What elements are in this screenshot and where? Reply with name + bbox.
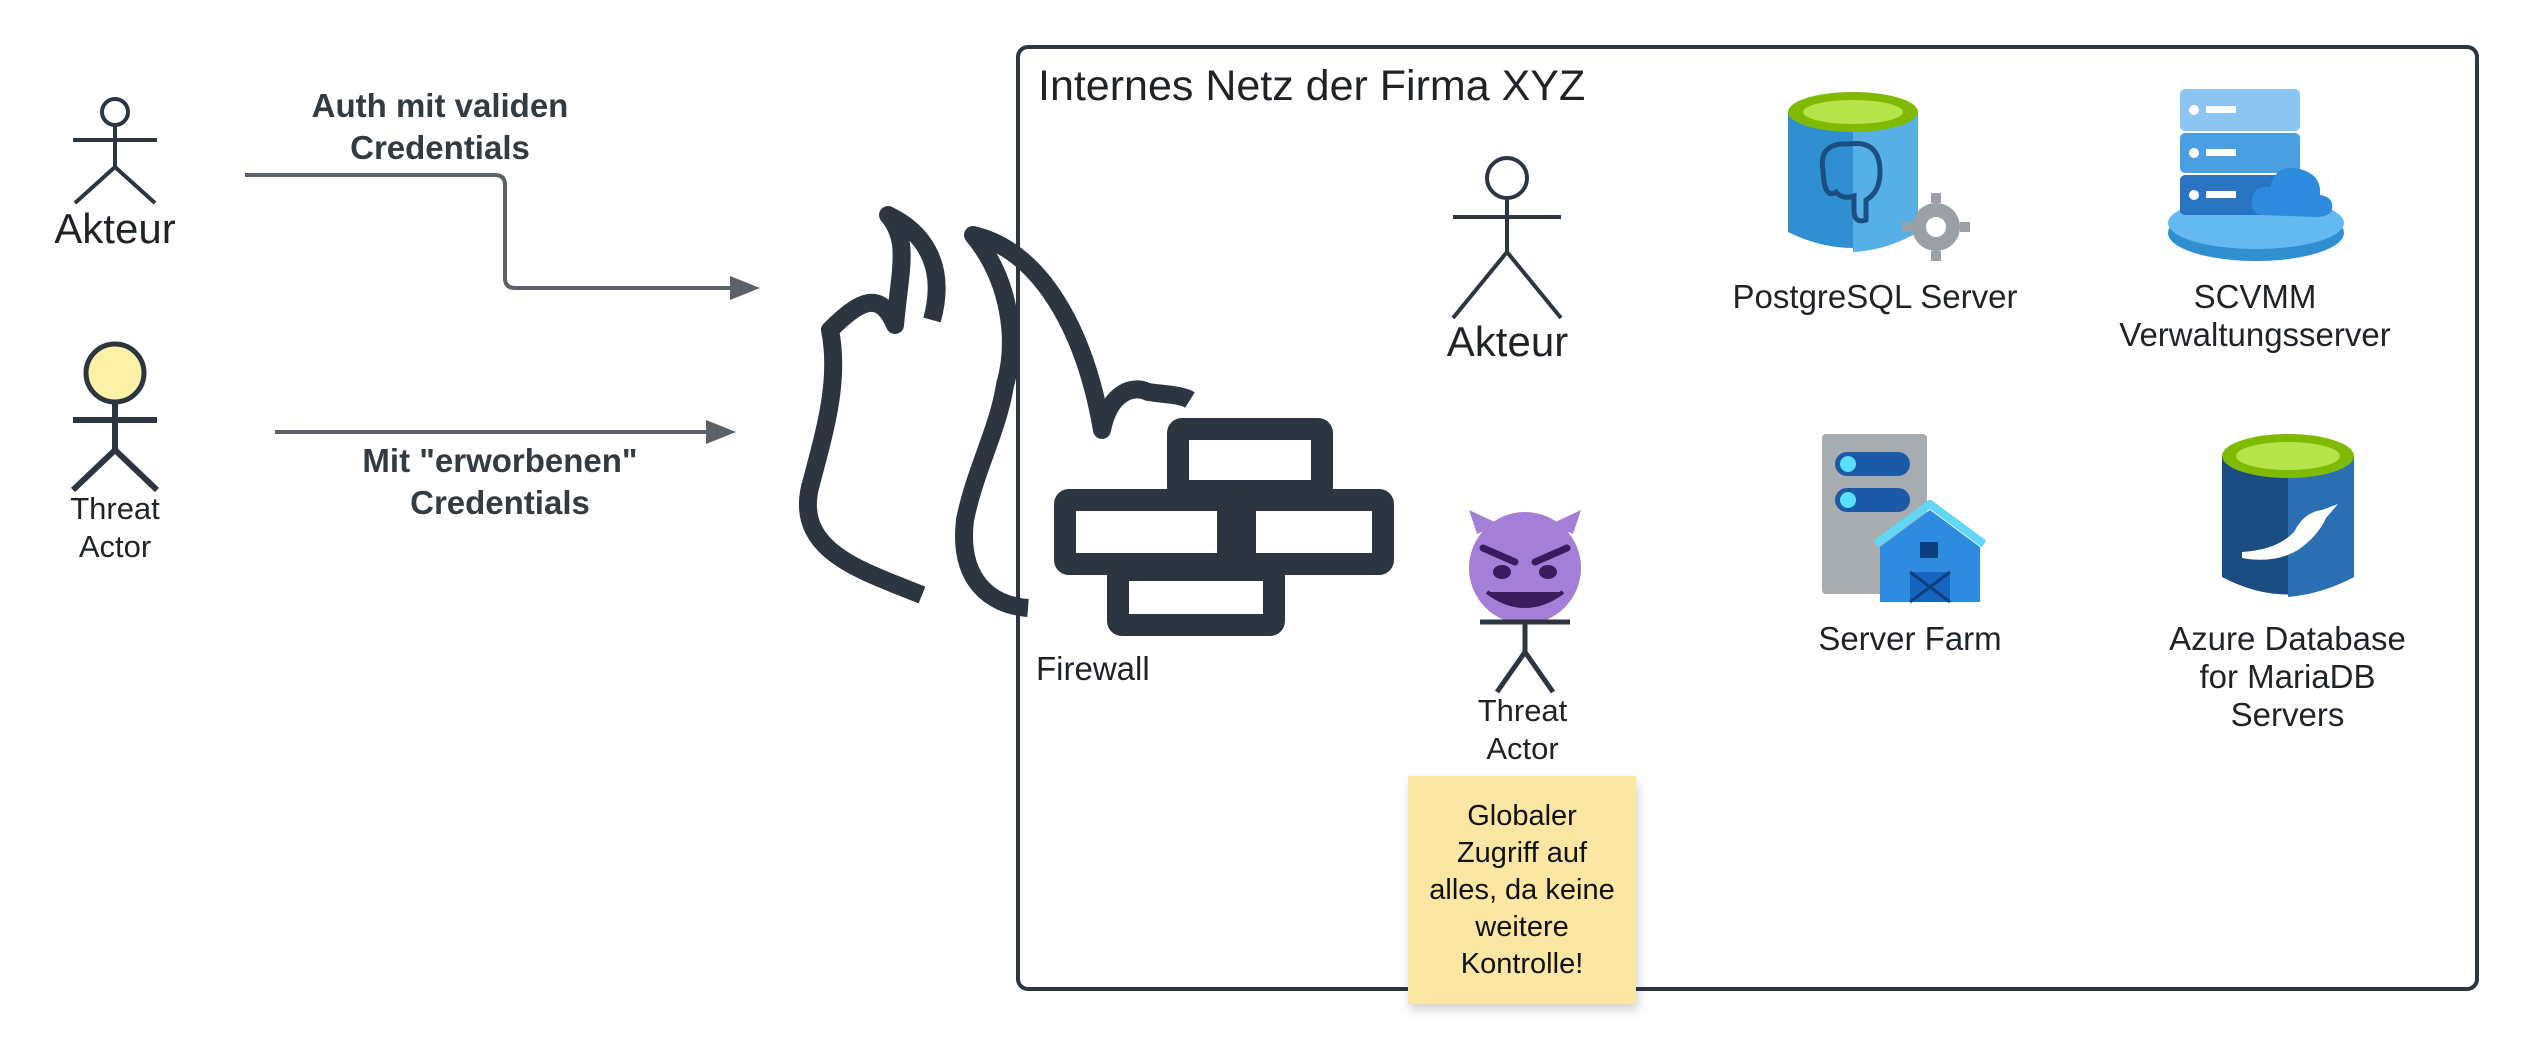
mariadb-database-icon (2222, 434, 2354, 597)
sticky-note-text: Globaler Zugriff auf alles, da keine wei… (1429, 799, 1615, 980)
threat-actor-icon (70, 341, 160, 493)
edge-stolen-arrow (275, 420, 736, 444)
server-farm-icon (1822, 434, 1987, 604)
actor-label: Akteur (54, 205, 176, 252)
firewall-label: Firewall (1036, 650, 1150, 687)
firewall-icon (798, 206, 1394, 636)
threat-actor-label: Threat Actor (70, 491, 160, 564)
postgresql-server-label: PostgreSQL Server (1732, 278, 2018, 315)
network-title: Internes Netz der Firma XYZ (1038, 62, 1586, 110)
edge-auth-label: Auth mit validen Credentials (311, 87, 569, 166)
scvmm-server-label: SCVMM Verwaltungsserver (2119, 278, 2391, 353)
sticky-note[interactable]: Globaler Zugriff auf alles, da keine wei… (1408, 776, 1636, 1004)
server-farm-label: Server Farm (1818, 620, 2002, 657)
mariadb-database-label: Azure Database for MariaDB Servers (2169, 620, 2406, 733)
internal-actor-label: Akteur (1446, 318, 1569, 365)
edge-auth-arrow (245, 173, 760, 300)
edge-stolen-label: Mit "erworbenen" Credentials (362, 442, 638, 521)
scvmm-server-icon (2168, 89, 2344, 261)
internal-actor-icon (1451, 156, 1563, 320)
internal-threat-actor-label: Threat Actor (1477, 693, 1568, 766)
devil-threat-actor-icon (1469, 510, 1581, 694)
postgresql-server-icon (1788, 92, 1970, 261)
actor-icon (73, 97, 157, 205)
internal-network-boundary (1016, 45, 2479, 991)
